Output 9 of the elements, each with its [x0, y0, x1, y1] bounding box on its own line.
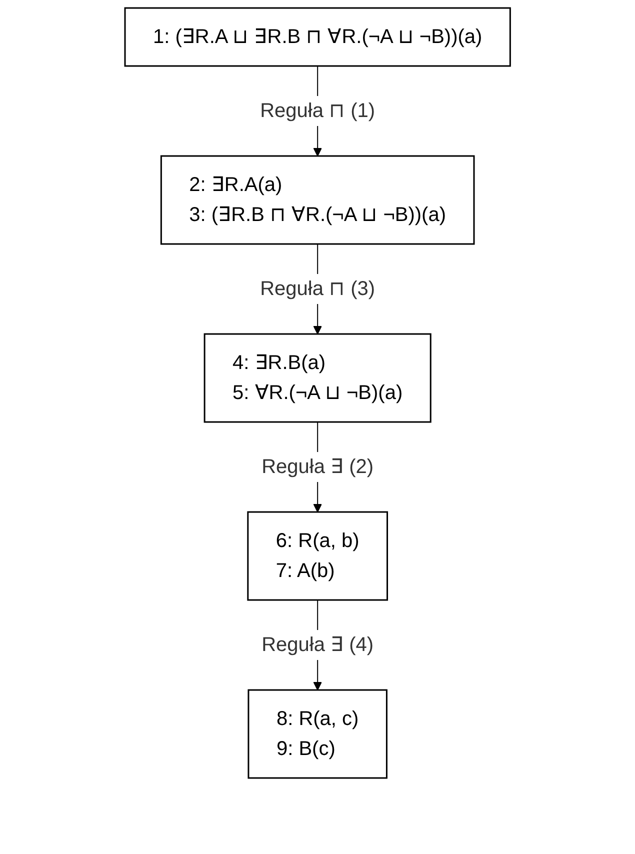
edge-label: Reguła ⊓ (1) [260, 100, 375, 122]
node-box: 4: ∃R.B(a) 5: ∀R.(¬A ⊔ ¬B)(a) [204, 333, 432, 423]
node-box: 8: R(a, c) 9: B(c) [248, 689, 388, 779]
node-box: 2: ∃R.A(a) 3: (∃R.B ⊓ ∀R.(¬A ⊔ ¬B))(a) [160, 155, 475, 245]
node-box: 1: (∃R.A ⊔ ∃R.B ⊓ ∀R.(¬A ⊔ ¬B))(a) [124, 7, 511, 67]
node-box: 6: R(a, b) 7: A(b) [247, 511, 388, 601]
edge-label: Reguła ⊓ (3) [260, 278, 375, 300]
edge-label: Reguła ∃ (2) [262, 456, 374, 478]
edge-label: Reguła ∃ (4) [262, 634, 374, 656]
